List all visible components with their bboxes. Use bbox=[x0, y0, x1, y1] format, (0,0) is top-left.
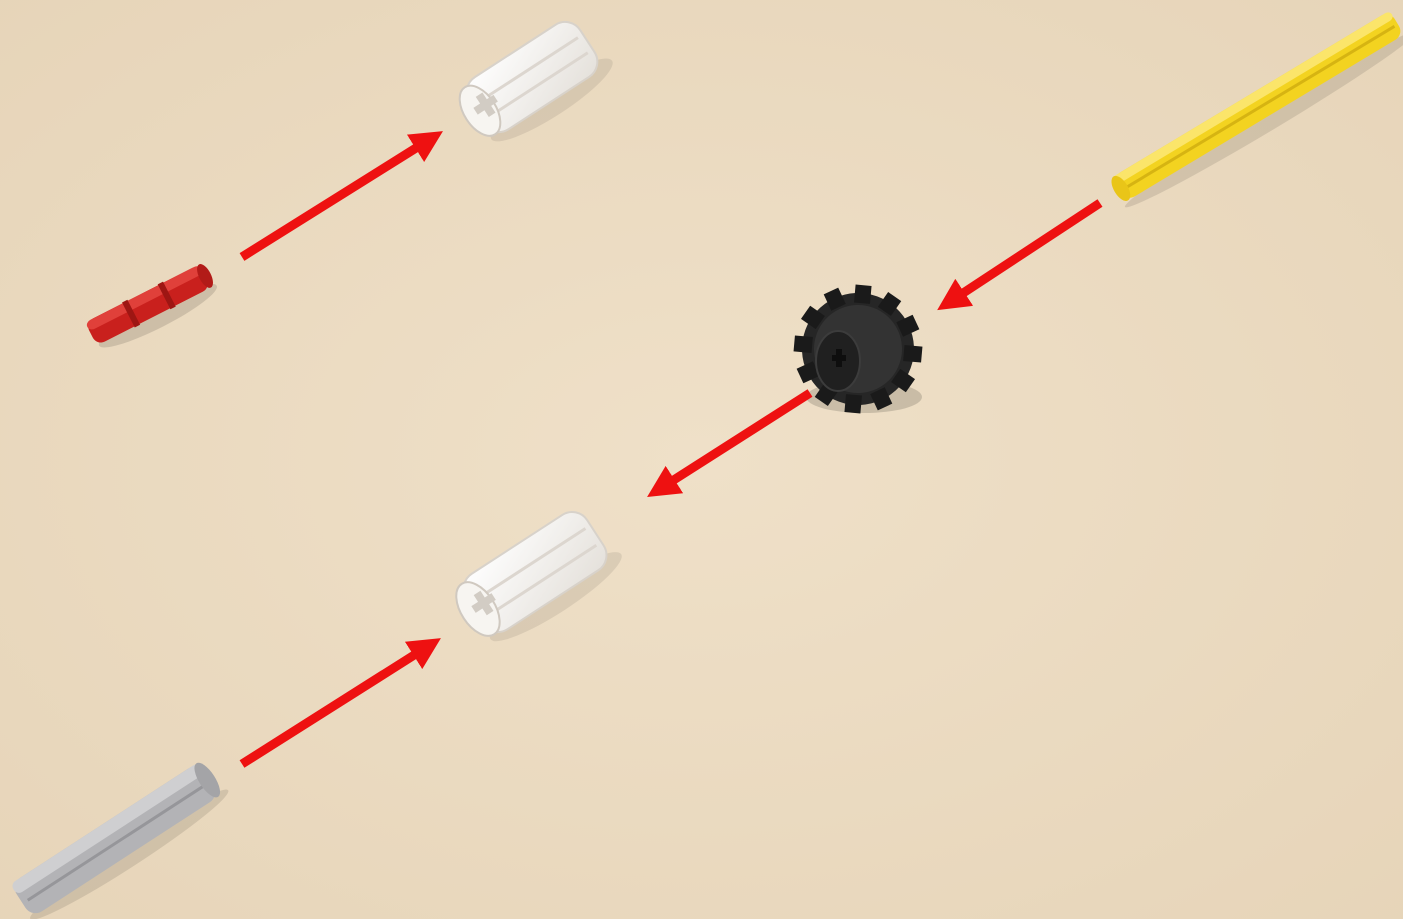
instruction-photo bbox=[0, 0, 1403, 919]
photo-canvas bbox=[0, 0, 1403, 919]
